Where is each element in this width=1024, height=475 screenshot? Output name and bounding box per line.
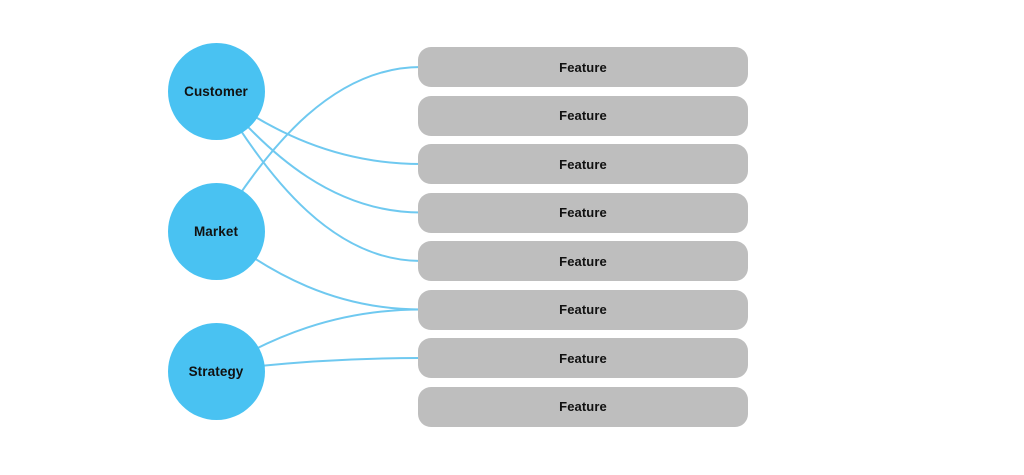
feature-box[interactable]: Feature bbox=[418, 144, 748, 184]
feature-box-label: Feature bbox=[559, 205, 607, 220]
topic-node-strategy[interactable]: Strategy bbox=[167, 322, 265, 420]
topic-node-label: Strategy bbox=[188, 363, 244, 379]
feature-box-label: Feature bbox=[559, 253, 607, 269]
feature-box-label: Feature bbox=[559, 156, 607, 172]
feature-box[interactable]: Feature bbox=[418, 338, 748, 378]
feature-box-label: Feature bbox=[559, 302, 607, 317]
topic-node-customer[interactable]: Customer bbox=[167, 42, 265, 140]
feature-box[interactable]: Feature bbox=[418, 241, 748, 281]
feature-box-label: Feature bbox=[559, 59, 607, 75]
topic-node-label: Market bbox=[193, 223, 239, 239]
topic-node-label: Customer bbox=[184, 83, 248, 99]
feature-box[interactable]: Feature bbox=[418, 95, 748, 136]
feature-box[interactable]: Feature bbox=[418, 386, 748, 427]
feature-box[interactable]: Feature bbox=[418, 289, 748, 330]
feature-box-label: Feature bbox=[559, 108, 607, 123]
topic-node-market[interactable]: Market bbox=[167, 182, 265, 280]
feature-box[interactable]: Feature bbox=[418, 47, 748, 87]
feature-box[interactable]: Feature bbox=[418, 192, 748, 233]
feature-box-label: Feature bbox=[559, 399, 607, 414]
feature-box-label: Feature bbox=[559, 350, 607, 366]
